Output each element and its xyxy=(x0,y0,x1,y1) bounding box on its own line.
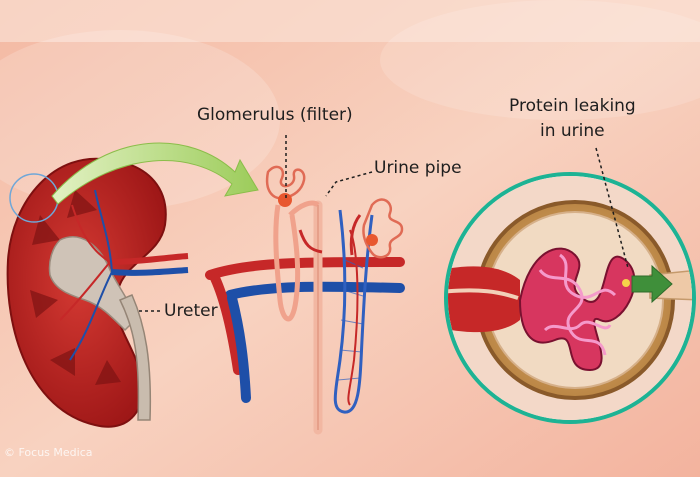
leader-protein xyxy=(595,147,629,269)
label-protein-line1: Protein leaking xyxy=(509,96,636,116)
label-urine-pipe: Urine pipe xyxy=(374,158,462,178)
nephron xyxy=(205,165,405,435)
kidney xyxy=(6,157,189,428)
leader-urine-pipe xyxy=(325,171,373,197)
label-ureter: Ureter xyxy=(164,301,218,321)
callout-arrow xyxy=(51,142,259,205)
credit-watermark: © Focus Medica xyxy=(4,446,93,459)
label-glomerulus: Glomerulus (filter) xyxy=(197,105,353,125)
leak-arrow xyxy=(631,264,673,304)
label-protein-line2: in urine xyxy=(540,121,605,141)
glomerulus-knot xyxy=(278,193,292,207)
magnified-glomerulus xyxy=(444,172,696,424)
